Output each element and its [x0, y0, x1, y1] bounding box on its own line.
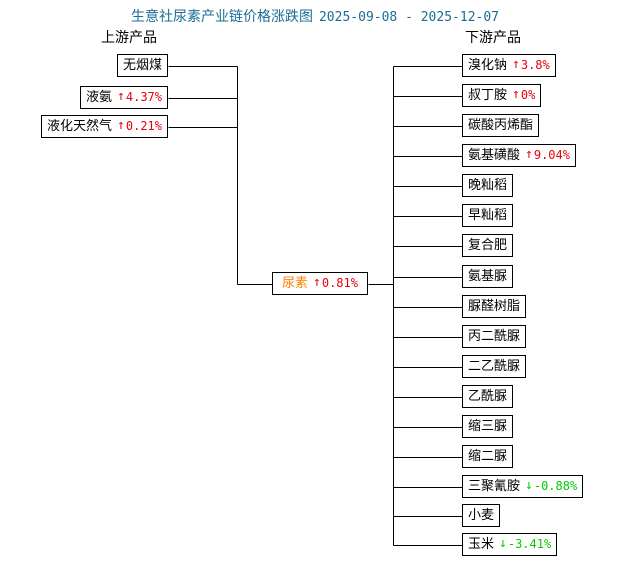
downstream-node-6[interactable]: 复合肥 — [462, 234, 514, 257]
arrow-up-icon: ↑ — [117, 118, 125, 133]
page-title: 生意社尿素产业链价格涨跌图 2025-09-08 - 2025-12-07 — [0, 8, 630, 27]
arrow-up-icon: ↑ — [313, 275, 321, 290]
chart-date-range: 2025-09-08 - 2025-12-07 — [318, 10, 499, 25]
downstream-node-4[interactable]: 晚籼稻 — [462, 174, 514, 197]
node-label: 溴化钠 — [468, 58, 508, 73]
downstream-node-12[interactable]: 缩三脲 — [462, 415, 514, 438]
node-label: 脲醛树脂 — [468, 299, 521, 314]
upstream-node-0[interactable]: 无烟煤 — [116, 54, 168, 77]
change-percent: -3.41% — [507, 537, 552, 551]
node-label: 小麦 — [468, 508, 495, 523]
downstream-node-3[interactable]: 氨基磺酸 ↑9.04% — [462, 144, 576, 167]
node-label: 缩三脲 — [468, 419, 508, 434]
node-label: 碳酸丙烯酯 — [468, 118, 534, 133]
node-change-value: ↑9.04% — [525, 145, 570, 166]
upstream-column-header: 上游产品 — [101, 30, 157, 46]
change-percent: 0% — [520, 88, 536, 102]
downstream-node-11[interactable]: 乙酰脲 — [462, 385, 514, 408]
downstream-node-10[interactable]: 二乙酰脲 — [462, 355, 527, 378]
arrow-down-icon: ↓ — [499, 536, 507, 551]
arrow-up-icon: ↑ — [117, 89, 125, 104]
downstream-node-16[interactable]: 玉米 ↓-3.41% — [462, 533, 558, 556]
node-change-value: ↑0.81% — [313, 273, 358, 294]
node-label: 液氨 — [86, 90, 113, 105]
node-label: 缩二脲 — [468, 449, 508, 464]
change-percent: 4.37% — [125, 90, 162, 104]
change-percent: 9.04% — [533, 148, 570, 162]
node-label: 复合肥 — [468, 238, 508, 253]
downstream-node-5[interactable]: 早籼稻 — [462, 204, 514, 227]
node-label: 乙酰脲 — [468, 389, 508, 404]
node-label: 液化天然气 — [47, 119, 113, 134]
upstream-node-1[interactable]: 液氨 ↑4.37% — [80, 86, 168, 109]
downstream-column-header: 下游产品 — [465, 30, 521, 46]
node-label: 早籼稻 — [468, 208, 508, 223]
downstream-node-15[interactable]: 小麦 — [462, 504, 501, 527]
downstream-node-1[interactable]: 叔丁胺 ↑0% — [462, 84, 542, 107]
change-percent: -0.88% — [533, 479, 578, 493]
node-label: 丙二酰脲 — [468, 329, 521, 344]
downstream-node-14[interactable]: 三聚氰胺 ↓-0.88% — [462, 475, 584, 498]
upstream-node-2[interactable]: 液化天然气 ↑0.21% — [41, 115, 168, 138]
node-change-value: ↑0.21% — [117, 116, 162, 137]
node-change-value: ↑3.8% — [512, 55, 550, 76]
change-percent: 0.81% — [321, 276, 358, 290]
node-label: 尿素 — [282, 276, 309, 291]
node-change-value: ↓-3.41% — [499, 534, 551, 555]
arrow-up-icon: ↑ — [512, 57, 520, 72]
change-percent: 0.21% — [125, 119, 162, 133]
downstream-node-7[interactable]: 氨基脲 — [462, 265, 514, 288]
node-label: 叔丁胺 — [468, 88, 508, 103]
node-label: 氨基脲 — [468, 269, 508, 284]
arrow-up-icon: ↑ — [525, 147, 533, 162]
downstream-node-0[interactable]: 溴化钠 ↑3.8% — [462, 54, 556, 77]
arrow-down-icon: ↓ — [525, 478, 533, 493]
downstream-node-13[interactable]: 缩二脲 — [462, 445, 514, 468]
downstream-node-9[interactable]: 丙二酰脲 — [462, 325, 527, 348]
node-label: 氨基磺酸 — [468, 148, 521, 163]
node-label: 三聚氰胺 — [468, 479, 521, 494]
arrow-up-icon: ↑ — [512, 87, 520, 102]
chart-title-text: 生意社尿素产业链价格涨跌图 — [130, 9, 313, 25]
node-change-value: ↑0% — [512, 85, 535, 106]
node-change-value: ↑4.37% — [117, 87, 162, 108]
node-label: 晚籼稻 — [468, 178, 508, 193]
node-label: 玉米 — [468, 537, 495, 552]
downstream-node-8[interactable]: 脲醛树脂 — [462, 295, 527, 318]
node-label: 无烟煤 — [122, 58, 162, 73]
center-node-urea[interactable]: 尿素 ↑0.81% — [272, 272, 368, 295]
node-change-value: ↓-0.88% — [525, 476, 577, 497]
downstream-node-2[interactable]: 碳酸丙烯酯 — [462, 114, 540, 137]
change-percent: 3.8% — [520, 58, 550, 72]
node-label: 二乙酰脲 — [468, 359, 521, 374]
